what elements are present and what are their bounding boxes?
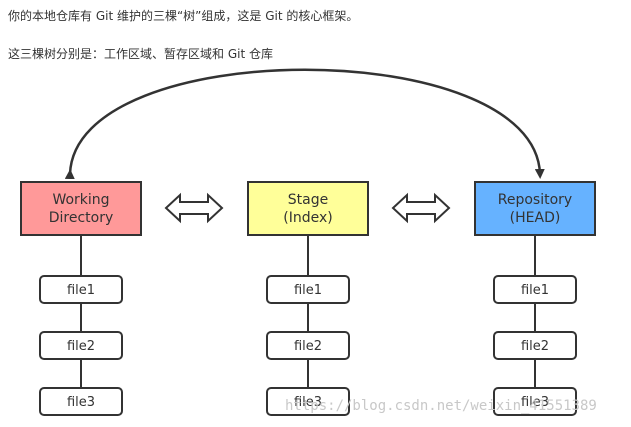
stage-box-bg — [247, 181, 369, 236]
stage-file2-label: file2 — [294, 339, 322, 354]
stage-label-line2: (Index) — [283, 210, 332, 226]
working-file1-box: file1 — [39, 275, 123, 304]
stage-file2-box: file2 — [266, 331, 350, 360]
working-file2-label: file2 — [67, 339, 95, 354]
stage-file3-box: file3 — [266, 387, 350, 416]
top-curved-arrow — [64, 68, 545, 180]
trees-description-text: 这三棵树分别是：工作区域、暂存区域和 Git 仓库 — [8, 47, 273, 61]
repository-label-line1: Repository — [498, 192, 572, 208]
double-arrow-stage-repository — [391, 192, 451, 224]
stage-label-line1: Stage — [288, 192, 328, 208]
working-file3-label: file3 — [67, 395, 95, 410]
stage-file1-label: file1 — [294, 283, 322, 298]
working-file3-box: file3 — [39, 387, 123, 416]
working-file1-label: file1 — [67, 283, 95, 298]
repository-file2-box: file2 — [493, 331, 577, 360]
double-arrow-working-stage — [164, 192, 224, 224]
repository-file3-box: file3 — [493, 387, 577, 416]
working-directory-label-line1: Working — [52, 192, 109, 208]
repository-file2-label: file2 — [521, 339, 549, 354]
repository-label-line2: (HEAD) — [510, 210, 561, 226]
watermark-text: https://blog.csdn.net/weixin_41551389 — [285, 398, 597, 414]
working-directory-label-line2: Directory — [49, 210, 114, 226]
repository-file1-label: file1 — [521, 283, 549, 298]
stage-box: Stage (Index) — [247, 181, 369, 236]
working-directory-box-bg — [20, 181, 142, 236]
intro-text: 你的本地仓库有 Git 维护的三棵“树”组成，这是 Git 的核心框架。 — [8, 9, 359, 23]
repository-file3-label: file3 — [521, 395, 549, 410]
repository-box-bg — [474, 181, 596, 236]
repository-box: Repository (HEAD) — [474, 181, 596, 236]
working-directory-box: Working Directory — [20, 181, 142, 236]
working-file2-box: file2 — [39, 331, 123, 360]
stage-file3-label: file3 — [294, 395, 322, 410]
stage-file1-box: file1 — [266, 275, 350, 304]
repository-file1-box: file1 — [493, 275, 577, 304]
